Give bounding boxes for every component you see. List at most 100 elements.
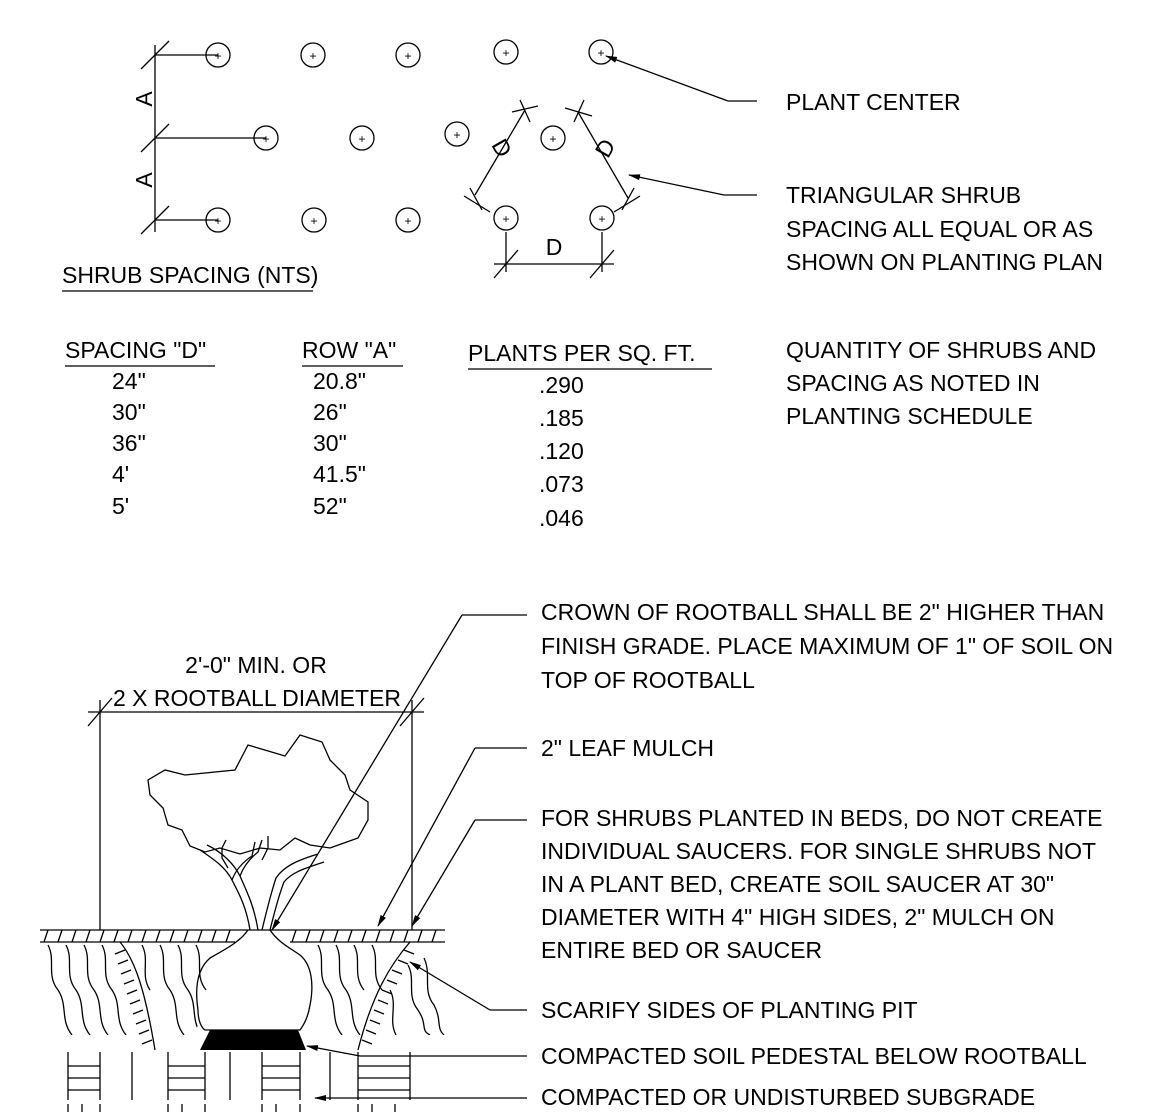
svg-text:.120: .120: [539, 438, 584, 464]
scarified-pit-sides: [114, 941, 415, 1051]
svg-text:+: +: [597, 46, 604, 60]
svg-text:SPACING ALL EQUAL OR AS: SPACING ALL EQUAL OR AS: [786, 216, 1093, 242]
svg-text:36": 36": [112, 430, 146, 456]
svg-text:+: +: [549, 132, 556, 146]
soil-pedestal: [200, 1030, 306, 1050]
plant-row-1: [205, 39, 614, 68]
svg-text:20.8": 20.8": [313, 368, 366, 394]
plant-center-marks: + + + + + + + + + + + + + +: [214, 46, 605, 228]
spacing-label-right: D: [590, 134, 621, 161]
svg-text:+: +: [309, 49, 316, 63]
beds-note: FOR SHRUBS PLANTED IN BEDS, DO NOT CREAT…: [541, 805, 1102, 963]
table-row: 36" 30" .120: [112, 430, 584, 464]
triangular-spacing-dimensions: [463, 99, 641, 279]
mulch-and-grade: [40, 929, 445, 943]
subgrade: [67, 1052, 411, 1112]
spacing-label-left: D: [487, 134, 518, 161]
row-label-lower: A: [131, 172, 157, 188]
pit-width-dimension: [87, 697, 425, 930]
row-dimension-line: [140, 40, 266, 235]
plant-circle: [253, 125, 279, 151]
shrub-canopy: [147, 734, 369, 855]
svg-text:+: +: [214, 214, 221, 228]
svg-text:.185: .185: [539, 405, 584, 431]
svg-text:30": 30": [313, 430, 347, 456]
svg-text:TOP OF ROOTBALL: TOP OF ROOTBALL: [541, 667, 755, 693]
svg-text:+: +: [404, 49, 411, 63]
crown-note: CROWN OF ROOTBALL SHALL BE 2" HIGHER THA…: [541, 599, 1113, 693]
svg-text:41.5": 41.5": [313, 461, 366, 487]
mulch-note: 2" LEAF MULCH: [541, 735, 714, 761]
plant-circle: [493, 205, 519, 231]
svg-text:DIAMETER WITH 4" HIGH SIDES, 2: DIAMETER WITH 4" HIGH SIDES, 2" MULCH ON: [541, 904, 1054, 930]
plant-circle: [205, 207, 231, 233]
svg-text:30": 30": [112, 399, 146, 425]
plant-circle: [395, 207, 421, 233]
svg-text:TRIANGULAR SHRUB: TRIANGULAR SHRUB: [786, 182, 1021, 208]
table-row: 5' 52" .046: [112, 493, 584, 531]
planting-detail: 2'-0" MIN. OR 2 X ROOTBALL DIAMETER: [40, 599, 1113, 1112]
svg-text:FINISH GRADE. PLACE MAXIMUM OF: FINISH GRADE. PLACE MAXIMUM OF 1" OF SOI…: [541, 633, 1113, 659]
svg-text:.290: .290: [539, 372, 584, 398]
plant-circle: [588, 39, 614, 65]
plant-circle: [205, 42, 231, 68]
plant-circle: [395, 42, 421, 68]
svg-text:+: +: [502, 46, 509, 60]
width-label-line-1: 2'-0" MIN. OR: [185, 652, 327, 678]
spacing-table: SPACING "D" ROW "A" PLANTS PER SQ. FT. 2…: [65, 337, 712, 531]
plant-center-label: PLANT CENTER: [786, 89, 961, 115]
spacing-diagram-title: SHRUB SPACING (NTS): [62, 262, 318, 288]
svg-text:+: +: [310, 214, 317, 228]
svg-text:24": 24": [112, 368, 146, 394]
svg-text:5': 5': [112, 493, 129, 519]
plant-circle: [493, 39, 519, 65]
svg-text:52": 52": [313, 493, 347, 519]
svg-text:QUANTITY OF SHRUBS AND: QUANTITY OF SHRUBS AND: [786, 337, 1096, 363]
svg-text:26": 26": [313, 399, 347, 425]
svg-text:SPACING AS NOTED IN: SPACING AS NOTED IN: [786, 370, 1040, 396]
table-row: 24" 20.8" .290: [112, 368, 584, 398]
plant-circle: [589, 205, 615, 231]
table-row: 4' 41.5" .073: [112, 461, 584, 497]
plant-circle: [301, 207, 327, 233]
subgrade-note: COMPACTED OR UNDISTURBED SUBGRADE: [541, 1084, 1035, 1110]
soil-hatching: [47, 944, 445, 1035]
plant-circle: [444, 121, 470, 147]
rootball: [195, 929, 313, 1031]
svg-text:+: +: [598, 212, 605, 226]
quantity-note: QUANTITY OF SHRUBS AND SPACING AS NOTED …: [786, 337, 1096, 429]
svg-text:CROWN OF ROOTBALL SHALL BE 2": CROWN OF ROOTBALL SHALL BE 2" HIGHER THA…: [541, 599, 1104, 625]
table-header-plants: PLANTS PER SQ. FT.: [468, 340, 696, 366]
svg-text:+: +: [502, 212, 509, 226]
plant-circle: [349, 125, 375, 151]
upper-callout-leaders: [605, 55, 757, 196]
svg-text:SHOWN ON PLANTING PLAN: SHOWN ON PLANTING PLAN: [786, 249, 1103, 275]
svg-text:+: +: [358, 132, 365, 146]
spacing-label-bottom: D: [546, 234, 563, 260]
detail-callout-leaders: [271, 614, 527, 1101]
svg-text:+: +: [453, 128, 460, 142]
svg-text:FOR SHRUBS PLANTED IN BEDS, DO: FOR SHRUBS PLANTED IN BEDS, DO NOT CREAT…: [541, 805, 1102, 831]
table-header-row: ROW "A": [302, 337, 396, 363]
svg-text:PLANTING SCHEDULE: PLANTING SCHEDULE: [786, 403, 1033, 429]
svg-text:4': 4': [112, 461, 129, 487]
svg-text:+: +: [404, 214, 411, 228]
pedestal-note: COMPACTED SOIL PEDESTAL BELOW ROOTBALL: [541, 1043, 1087, 1069]
table-header-spacing: SPACING "D": [65, 337, 206, 363]
svg-text:+: +: [214, 49, 221, 63]
triangular-spacing-note: TRIANGULAR SHRUB SPACING ALL EQUAL OR AS…: [786, 182, 1103, 275]
svg-text:+: +: [262, 132, 269, 146]
scarify-note: SCARIFY SIDES OF PLANTING PIT: [541, 997, 918, 1023]
svg-text:.046: .046: [539, 505, 584, 531]
row-label-upper: A: [131, 91, 157, 107]
plant-circle: [540, 125, 566, 151]
shrub-stems: [199, 836, 325, 931]
plant-row-3: [205, 205, 615, 233]
svg-text:ENTIRE BED OR SAUCER: ENTIRE BED OR SAUCER: [541, 937, 822, 963]
plant-row-2: [253, 121, 566, 151]
svg-text:IN A PLANT BED, CREATE SOIL SA: IN A PLANT BED, CREATE SOIL SAUCER AT 30…: [541, 871, 1054, 897]
table-row: 30" 26" .185: [112, 399, 584, 431]
svg-text:.073: .073: [539, 471, 584, 497]
plant-circle: [300, 42, 326, 68]
